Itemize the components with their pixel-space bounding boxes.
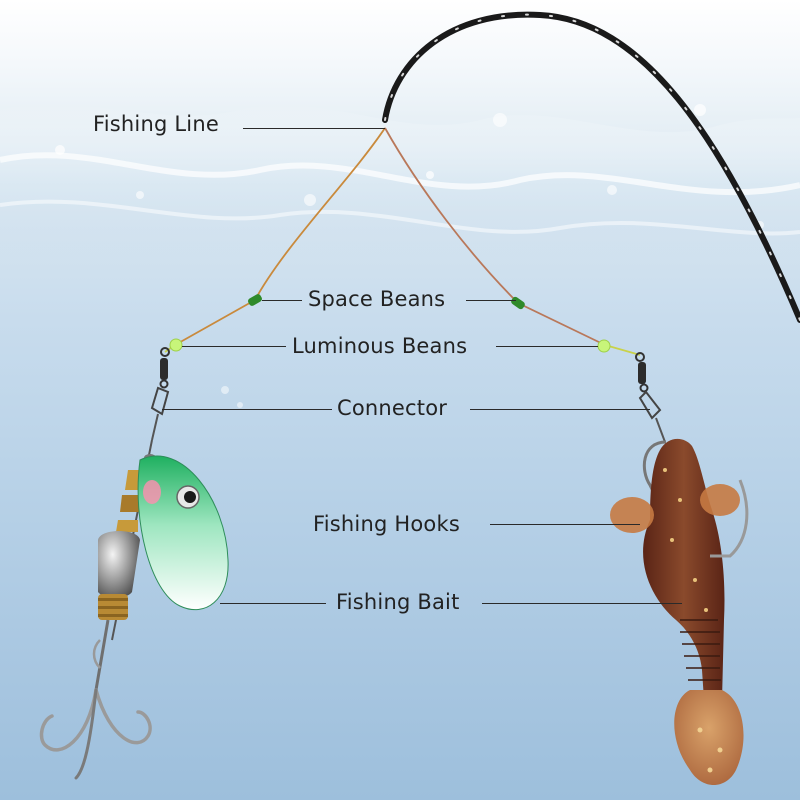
space-bean <box>511 296 525 310</box>
leader-line-luminous-beans-right <box>496 346 598 347</box>
swivel-icon <box>635 352 666 443</box>
label-fishing-bait: Fishing Bait <box>336 590 460 614</box>
leader-line-fishing-line <box>243 128 385 129</box>
luminous-bean <box>597 339 611 353</box>
fishing-rod-icon <box>382 11 800 323</box>
leader-line-fishing-bait-right <box>482 603 682 604</box>
spinner-lure-icon <box>98 439 229 641</box>
label-space-beans: Space Beans <box>308 287 446 311</box>
leader-line-luminous-beans-left <box>182 346 286 347</box>
luminous-bean <box>169 338 183 352</box>
label-connector: Connector <box>337 396 448 420</box>
soft-bait-icon <box>610 438 749 785</box>
label-fishing-line: Fishing Line <box>93 112 219 136</box>
leader-line-fishing-hooks <box>490 524 640 525</box>
leader-line-connector-right <box>470 409 650 410</box>
leader-line-connector-left <box>162 409 332 410</box>
label-fishing-hooks: Fishing Hooks <box>313 512 460 536</box>
swivel-icon <box>150 347 170 441</box>
leader-line-space-beans-right <box>466 300 516 301</box>
space-bean <box>248 294 262 306</box>
leader-line-fishing-bait-left <box>220 603 326 604</box>
treble-hook-icon <box>39 619 152 780</box>
water-surface <box>0 104 800 408</box>
leader-line-space-beans-left <box>262 300 302 301</box>
label-luminous-beans: Luminous Beans <box>292 334 468 358</box>
